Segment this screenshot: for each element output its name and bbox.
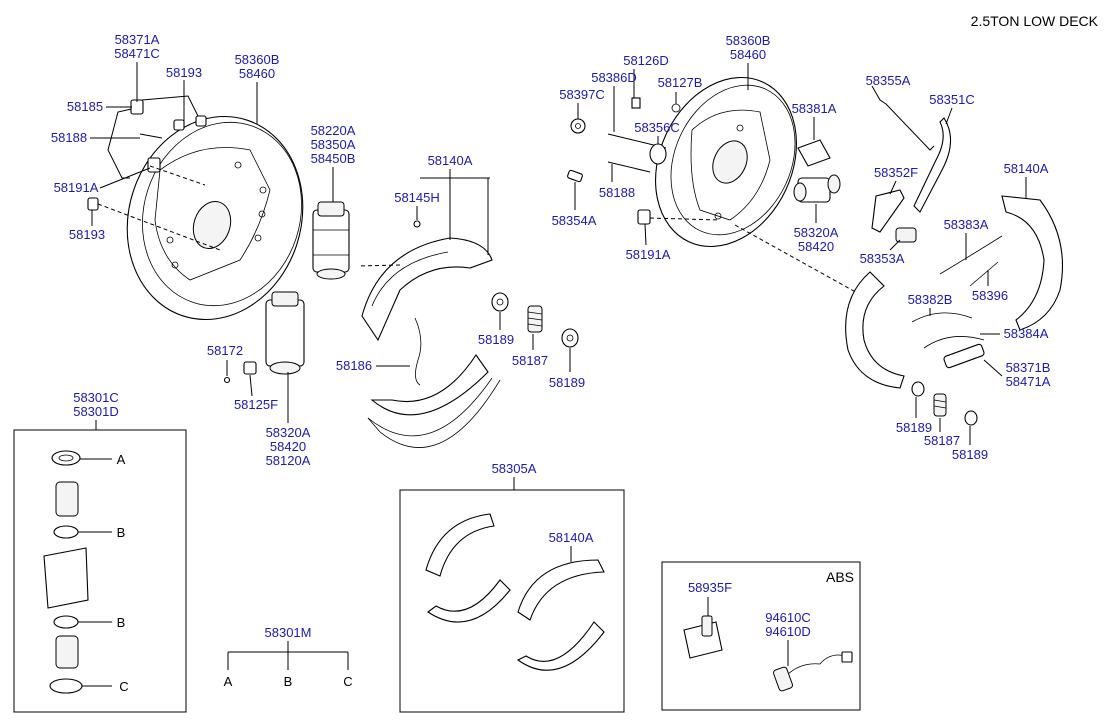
label-58355a: 58355A bbox=[866, 73, 911, 88]
label-58187-b: 58187 bbox=[924, 433, 960, 448]
repair-kit-parts bbox=[43, 450, 112, 694]
label-58386d: 58386D bbox=[591, 70, 637, 85]
label-58120a: 58120A bbox=[266, 453, 311, 468]
label-58320a-left: 58320A bbox=[266, 425, 311, 440]
kit-letter-b-1: B bbox=[117, 525, 126, 540]
label-58301c: 58301C bbox=[73, 390, 119, 405]
tree-letter-b: B bbox=[284, 674, 293, 689]
label-58360b-left: 58360B bbox=[235, 52, 280, 67]
label-58145h: 58145H bbox=[394, 190, 440, 205]
label-58450b: 58450B bbox=[311, 151, 356, 166]
label-58188-left: 58188 bbox=[51, 130, 87, 145]
label-58460-right: 58460 bbox=[730, 47, 766, 62]
label-58935f: 58935F bbox=[688, 580, 732, 595]
label-58193-bottom: 58193 bbox=[69, 227, 105, 242]
label-58185: 58185 bbox=[67, 99, 103, 114]
label-58351c: 58351C bbox=[929, 92, 975, 107]
abs-sensor-parts bbox=[683, 615, 853, 692]
label-58354a: 58354A bbox=[552, 213, 597, 228]
label-58191a-left: 58191A bbox=[54, 180, 99, 195]
label-58186: 58186 bbox=[336, 358, 372, 373]
label-58189-d: 58189 bbox=[952, 447, 988, 462]
backing-plate-right bbox=[655, 76, 797, 248]
backing-plate-left bbox=[126, 115, 304, 321]
label-58382b: 58382B bbox=[908, 292, 953, 307]
label-58356c: 58356C bbox=[634, 120, 680, 135]
label-58471c: 58471C bbox=[114, 46, 160, 61]
tree-letter-a: A bbox=[224, 674, 233, 689]
label-58189-b: 58189 bbox=[549, 375, 585, 390]
label-58420-right: 58420 bbox=[798, 239, 834, 254]
kit-letter-c: C bbox=[119, 679, 128, 694]
label-58189-a: 58189 bbox=[478, 332, 514, 347]
label-58383a: 58383A bbox=[944, 217, 989, 232]
label-58140a-center: 58140A bbox=[428, 153, 473, 168]
kit-letter-a: A bbox=[117, 452, 126, 467]
label-58220a: 58220A bbox=[311, 123, 356, 138]
shoe-set-parts bbox=[425, 513, 605, 671]
abs-title: ABS bbox=[826, 569, 854, 585]
label-58460-left: 58460 bbox=[239, 66, 275, 81]
label-58384a: 58384A bbox=[1004, 326, 1049, 341]
label-58360b-right: 58360B bbox=[726, 33, 771, 48]
anchor-hardware bbox=[567, 97, 871, 301]
label-58189-c: 58189 bbox=[896, 420, 932, 435]
label-94610d: 94610D bbox=[765, 624, 811, 639]
label-58471a: 58471A bbox=[1006, 374, 1051, 389]
label-58353a: 58353A bbox=[860, 251, 905, 266]
label-58126d: 58126D bbox=[623, 53, 669, 68]
hold-down-parts-right bbox=[911, 381, 978, 426]
label-58127b: 58127B bbox=[658, 75, 703, 90]
label-58140a-right: 58140A bbox=[1004, 161, 1049, 176]
brake-shoes-center bbox=[357, 220, 501, 448]
label-58125f: 58125F bbox=[234, 397, 278, 412]
label-58420-left: 58420 bbox=[270, 439, 306, 454]
label-58172: 58172 bbox=[207, 343, 243, 358]
label-94610c: 94610C bbox=[765, 610, 811, 625]
label-58193-top: 58193 bbox=[166, 65, 202, 80]
repair-kit-box bbox=[13, 429, 187, 713]
label-58320a-right: 58320A bbox=[794, 225, 839, 240]
wheel-cylinder-lower bbox=[223, 291, 305, 384]
tree-letter-c: C bbox=[343, 674, 352, 689]
label-58301m: 58301M bbox=[265, 625, 312, 640]
label-58301d: 58301D bbox=[73, 404, 119, 419]
parking-lever bbox=[871, 85, 952, 233]
wheel-cylinder-right bbox=[793, 139, 841, 203]
shoe-set-box bbox=[399, 489, 625, 713]
label-58305a: 58305A bbox=[492, 461, 537, 476]
brake-pipe-assembly bbox=[87, 95, 221, 251]
label-58188-right: 58188 bbox=[599, 185, 635, 200]
label-58396: 58396 bbox=[972, 288, 1008, 303]
label-58371a: 58371A bbox=[115, 32, 160, 47]
label-58140a-box: 58140A bbox=[549, 530, 594, 545]
diagram-title: 2.5TON LOW DECK bbox=[971, 13, 1099, 29]
label-58371b: 58371B bbox=[1006, 360, 1051, 375]
label-58397c: 58397C bbox=[559, 87, 605, 102]
label-58350a: 58350A bbox=[311, 137, 356, 152]
label-58352f: 58352F bbox=[874, 165, 918, 180]
kit-letter-b-2: B bbox=[117, 615, 126, 630]
wheel-cylinder-upper bbox=[312, 201, 350, 280]
brake-shoes-right bbox=[845, 195, 1063, 389]
label-58187-a: 58187 bbox=[512, 353, 548, 368]
hold-down-parts-center bbox=[491, 292, 579, 348]
label-58191a-right: 58191A bbox=[626, 247, 671, 262]
label-58381a: 58381A bbox=[792, 101, 837, 116]
abs-box bbox=[661, 561, 861, 711]
